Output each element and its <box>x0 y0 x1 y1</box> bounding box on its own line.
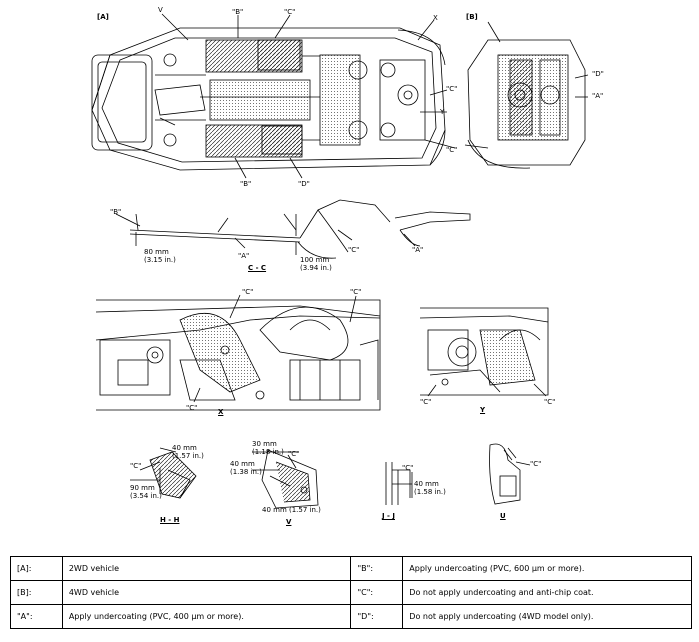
section-h-h <box>130 447 197 499</box>
legend-key: "D": <box>350 604 404 629</box>
view-x-title: X <box>218 408 224 416</box>
marker-y: Y <box>440 108 445 116</box>
section-cc-title: C - C <box>248 264 267 272</box>
x-callout-c2: "C" <box>350 288 362 296</box>
legend-key: "A": <box>10 604 63 629</box>
legend-value: 2WD vehicle <box>61 556 352 581</box>
cc-callout-c: "C" <box>348 246 360 254</box>
u-callout-c: "C" <box>530 460 542 468</box>
view-y-title: Y <box>480 406 486 414</box>
legend-row: "A": Apply undercoating (PVC, 400 µm or … <box>10 604 692 629</box>
section-c-c <box>115 199 471 259</box>
v-dim1-mm: 30 mm <box>252 440 277 448</box>
jj-dim1-in: (1.58 in.) <box>414 488 446 496</box>
underbody-view-4wd <box>464 21 589 169</box>
hh-dim1-in: (1.57 in.) <box>172 452 204 460</box>
legend-key: [B]: <box>10 580 63 605</box>
panel-b-label: [B] <box>466 13 478 21</box>
cc-dim2-in: (3.94 in.) <box>300 264 332 272</box>
x-callout-c1: "C" <box>242 288 254 296</box>
legend-row: [A]: 2WD vehicle "B": Apply undercoating… <box>10 556 692 581</box>
legend-key: [A]: <box>10 556 63 581</box>
v-dim2-in: (1.38 in.) <box>230 468 262 476</box>
legend-value: Apply undercoating (PVC, 600 µm or more)… <box>402 556 692 581</box>
legend-value: Do not apply undercoating and anti-chip … <box>402 580 692 605</box>
callout-b-bottom: "B" <box>240 180 252 188</box>
cc-callout-a: "A" <box>238 252 250 260</box>
section-jj-title: J - J <box>382 512 395 520</box>
panel-a-label: [A] <box>97 13 109 21</box>
callout-d-bottom: "D" <box>298 180 310 188</box>
view-u-title: U <box>500 512 506 520</box>
jj-dim1-mm: 40 mm <box>414 480 439 488</box>
view-y <box>419 307 549 397</box>
v-dim3: 40 mm (1.57 in.) <box>262 506 321 514</box>
legend-key: "C": <box>350 580 404 605</box>
cc-callout-a2: "A" <box>412 246 424 254</box>
hh-dim2-in: (3.54 in.) <box>130 492 162 500</box>
section-j-j <box>385 462 413 505</box>
legend-table: [A]: 2WD vehicle "B": Apply undercoating… <box>10 556 692 629</box>
y-callout-c1: "C" <box>420 398 432 406</box>
callout-b-top: "B" <box>232 8 244 16</box>
view-x <box>95 294 381 411</box>
jj-callout-c: "C" <box>402 464 414 472</box>
callout-a-4wd: "A" <box>592 92 604 100</box>
hh-dim1-mm: 40 mm <box>172 444 197 452</box>
marker-x: X <box>433 14 438 22</box>
callout-c-top: "C" <box>284 8 296 16</box>
legend-value: Apply undercoating (PVC, 400 µm or more)… <box>61 604 352 629</box>
legend-value: Do not apply undercoating (4WD model onl… <box>402 604 692 629</box>
cc-dim2-mm: 100 mm <box>300 256 330 264</box>
callout-d-4wd: "D" <box>592 70 604 78</box>
v-dim1-in: (1.18 in.) <box>252 448 284 456</box>
cc-dim1-mm: 80 mm <box>144 248 169 256</box>
v-dim2-mm: 40 mm <box>230 460 255 468</box>
cc-callout-b: "B" <box>110 208 122 216</box>
view-v-title: V <box>286 518 292 526</box>
view-u <box>489 443 531 505</box>
underbody-view-2wd <box>91 13 456 179</box>
callout-c-main-2: "C" <box>446 146 458 154</box>
technical-drawing: [A] [B] V "B" "C" X "B" "D" "C" Y "C" "D… <box>91 6 604 526</box>
hh-callout-c: "C" <box>130 462 142 470</box>
marker-v: V <box>158 6 163 14</box>
legend-row: [B]: 4WD vehicle "C": Do not apply under… <box>10 580 692 605</box>
drawing-svg <box>91 13 589 509</box>
v-callout-c: "C" <box>288 450 300 458</box>
legend-value: 4WD vehicle <box>61 580 352 605</box>
section-hh-title: H - H <box>160 516 180 524</box>
x-callout-c3: "C" <box>186 404 198 412</box>
callout-c-main: "C" <box>446 85 458 93</box>
hh-dim2-mm: 90 mm <box>130 484 155 492</box>
view-v <box>252 449 319 509</box>
legend-key: "B": <box>350 556 404 581</box>
y-callout-c2: "C" <box>544 398 556 406</box>
cc-dim1-in: (3.15 in.) <box>144 256 176 264</box>
